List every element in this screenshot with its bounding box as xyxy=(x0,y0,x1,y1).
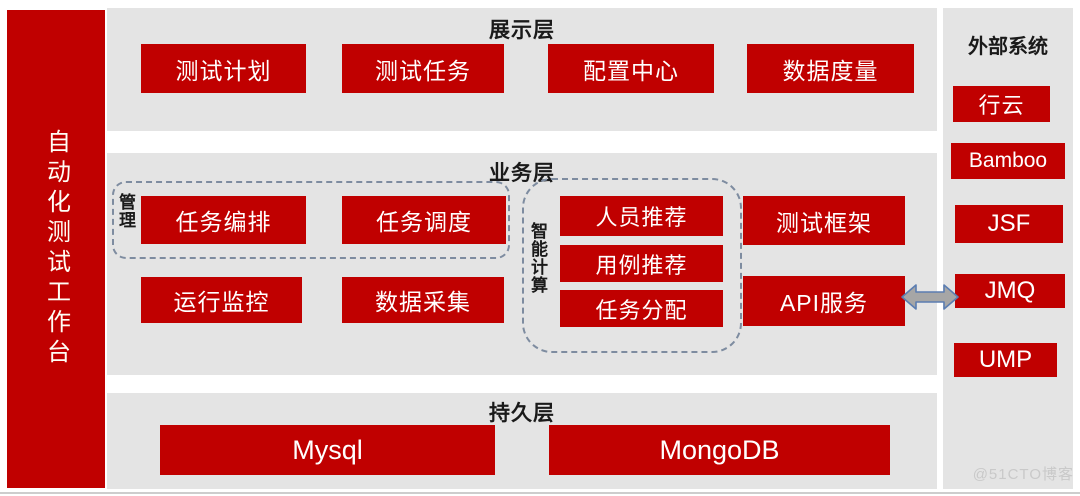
watermark: @51CTO博客 xyxy=(972,466,1074,483)
box-test-task: 测试任务 xyxy=(342,44,504,93)
platform-title-bar: 自动化测试工作台 xyxy=(7,10,105,488)
management-group-label: 管理 xyxy=(116,193,135,229)
box-config-center: 配置中心 xyxy=(548,44,714,93)
api-jmq-double-arrow-icon xyxy=(901,280,959,314)
smart-computing-group-label: 智能计算 xyxy=(528,222,547,294)
bottom-divider xyxy=(0,492,1080,494)
box-staff-recommendation: 人员推荐 xyxy=(560,196,723,236)
management-group-box xyxy=(112,181,510,259)
box-mongodb: MongoDB xyxy=(549,425,890,475)
smart-computing-group-box xyxy=(522,178,742,353)
box-api-service: API服务 xyxy=(743,276,905,326)
presentation-layer-title: 展示层 xyxy=(489,19,555,42)
box-run-monitoring: 运行监控 xyxy=(141,277,302,323)
box-bamboo: Bamboo xyxy=(951,143,1065,179)
box-jmq: JMQ xyxy=(955,274,1065,308)
business-layer-title: 业务层 xyxy=(489,162,555,185)
box-data-collection: 数据采集 xyxy=(342,277,504,323)
box-task-scheduling: 任务调度 xyxy=(342,196,506,244)
persistence-layer-title: 持久层 xyxy=(489,402,555,425)
box-ump: UMP xyxy=(954,343,1057,377)
box-xingyun: 行云 xyxy=(953,86,1050,122)
box-test-plan: 测试计划 xyxy=(141,44,306,93)
external-systems-panel: 外部系统 xyxy=(943,8,1073,489)
box-data-metrics: 数据度量 xyxy=(747,44,914,93)
external-systems-title: 外部系统 xyxy=(968,36,1048,58)
box-case-recommendation: 用例推荐 xyxy=(560,245,723,282)
box-task-orchestration: 任务编排 xyxy=(141,196,306,244)
box-mysql: Mysql xyxy=(160,425,495,475)
box-test-framework: 测试框架 xyxy=(743,196,905,245)
platform-title: 自动化测试工作台 xyxy=(42,129,70,369)
box-task-assignment: 任务分配 xyxy=(560,290,723,327)
box-jsf: JSF xyxy=(955,205,1063,243)
